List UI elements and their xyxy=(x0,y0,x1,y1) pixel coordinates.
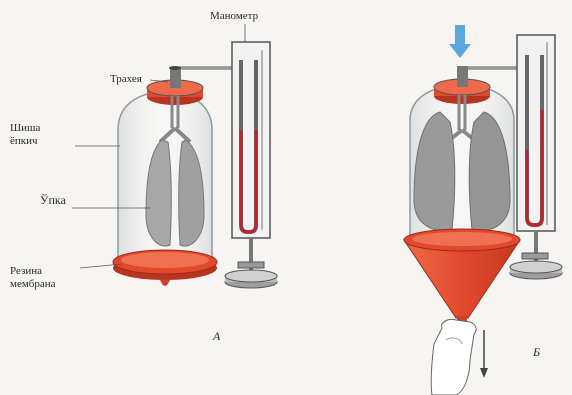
manometer xyxy=(225,42,277,288)
panel-b-letter: Б xyxy=(533,346,540,359)
rubber-membrane-pulled xyxy=(404,229,520,326)
rubber-stopper-b xyxy=(434,66,490,104)
hand-icon xyxy=(431,319,476,395)
rubber-membrane xyxy=(113,250,217,286)
membrane-label: Резина мембрана xyxy=(10,265,80,291)
panel-b xyxy=(404,25,562,395)
lung-label: Ўпка xyxy=(40,194,66,207)
pressure-arrow-icon xyxy=(449,25,471,58)
panel-a xyxy=(72,24,277,288)
rubber-stopper xyxy=(147,66,203,105)
panel-a-letter: А xyxy=(213,330,220,343)
bell-jar-label: Шиша ёпкич xyxy=(10,122,50,148)
pull-arrow-icon xyxy=(480,330,488,378)
trachea-label: Трахея xyxy=(110,73,142,86)
manometer-label: Манометр xyxy=(210,10,258,23)
